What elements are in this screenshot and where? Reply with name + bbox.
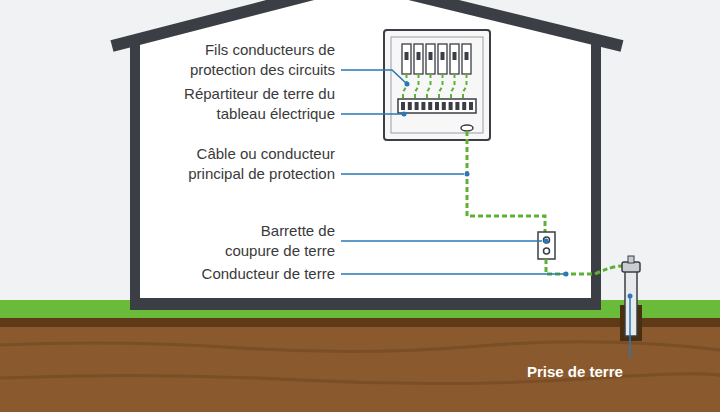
soil bbox=[0, 318, 720, 412]
house-wall-left bbox=[130, 40, 140, 305]
breakers bbox=[402, 44, 471, 74]
callout-label: Fils conducteurs de protection des circu… bbox=[160, 40, 335, 80]
breaker-toggle bbox=[417, 52, 421, 60]
circuit-protective-wires bbox=[403, 74, 467, 101]
cable-gland bbox=[461, 125, 473, 131]
house-wall bbox=[130, 0, 600, 305]
earth-terminal bbox=[442, 102, 446, 110]
panel-inner bbox=[391, 37, 483, 133]
callout-label: Conducteur de terre bbox=[135, 264, 335, 284]
breaker-toggle bbox=[441, 52, 445, 60]
breaker bbox=[426, 44, 435, 74]
earth-terminal bbox=[415, 102, 419, 110]
earth-terminal bbox=[408, 102, 412, 110]
earth-terminal bbox=[455, 102, 459, 110]
leader-dots bbox=[402, 82, 633, 299]
breaker-toggle bbox=[429, 52, 433, 60]
circuit-wire bbox=[463, 74, 467, 101]
breaker bbox=[438, 44, 447, 74]
callout-label: Répartiteur de terre du tableau électriq… bbox=[175, 84, 335, 124]
electrical-panel bbox=[384, 30, 490, 140]
soil-layer bbox=[0, 342, 720, 352]
earthing-conductor bbox=[546, 259, 622, 274]
callout-label: Câble ou conducteur principal de protect… bbox=[155, 144, 335, 184]
breaker-toggle bbox=[405, 52, 409, 60]
earth-bar bbox=[398, 99, 476, 113]
circuit-wire bbox=[415, 74, 419, 101]
earth-terminal bbox=[462, 102, 466, 110]
terminal-screw bbox=[544, 237, 550, 243]
earth-rod bbox=[625, 268, 637, 336]
main-protective-conductor bbox=[467, 131, 545, 232]
callout-label: Barrette de coupure de terre bbox=[205, 221, 335, 261]
circuit-wire bbox=[403, 74, 407, 101]
house-wall-right bbox=[591, 40, 601, 305]
breaker bbox=[462, 44, 471, 74]
house-roof bbox=[112, 0, 622, 46]
earth-terminal-block bbox=[538, 232, 555, 259]
circuit-wire bbox=[439, 74, 443, 101]
breaker bbox=[414, 44, 423, 74]
earth-terminal bbox=[435, 102, 439, 110]
earth-terminal bbox=[421, 102, 425, 110]
soil-top bbox=[0, 318, 720, 327]
breaker bbox=[402, 44, 411, 74]
circuit-wire bbox=[427, 74, 431, 101]
earth-bar-terminals bbox=[401, 102, 473, 110]
house-base bbox=[130, 298, 601, 310]
terminal-screw bbox=[544, 248, 550, 254]
breaker-toggle bbox=[465, 52, 469, 60]
earth-terminal bbox=[469, 102, 473, 110]
earth-terminal bbox=[449, 102, 453, 110]
earth-terminal bbox=[401, 102, 405, 110]
breaker bbox=[450, 44, 459, 74]
clamp-bolt bbox=[628, 256, 634, 263]
leader-lines bbox=[341, 70, 630, 358]
ground-label: Prise de terre bbox=[527, 362, 623, 382]
circuit-wire bbox=[451, 74, 455, 101]
earth-terminal bbox=[428, 102, 432, 110]
breaker-toggle bbox=[453, 52, 457, 60]
